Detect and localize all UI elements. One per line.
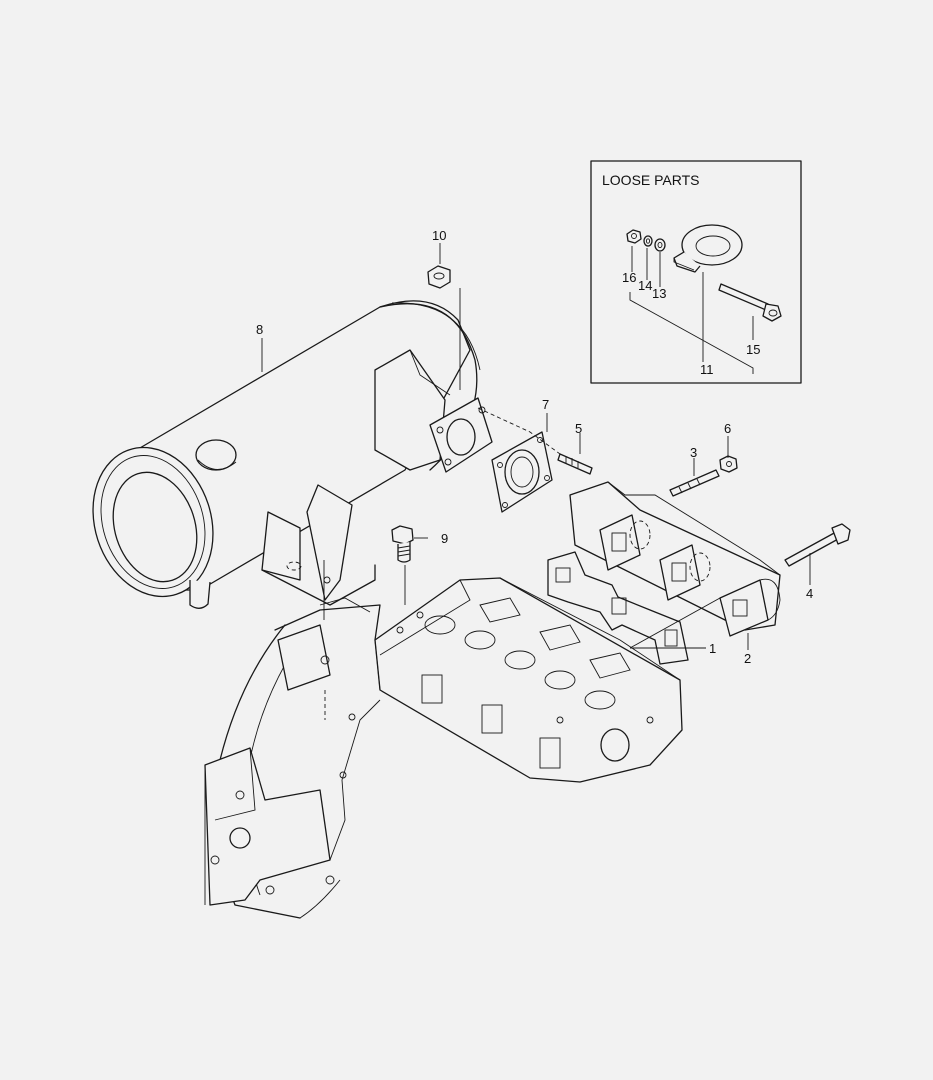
loose-parts-panel: LOOSE PARTS bbox=[590, 160, 802, 384]
loose-parts-title: LOOSE PARTS bbox=[602, 172, 700, 188]
loose-parts-frame bbox=[590, 160, 802, 384]
flywheel-housing bbox=[204, 597, 381, 919]
part-14-washer bbox=[643, 235, 653, 247]
part-7-gasket bbox=[491, 431, 553, 513]
part-16-nut bbox=[626, 229, 642, 244]
part-6-nut bbox=[719, 455, 738, 473]
leader-lines bbox=[261, 243, 811, 720]
callout-6: 6 bbox=[724, 421, 731, 436]
callout-14: 14 bbox=[638, 278, 652, 293]
callout-1: 1 bbox=[709, 641, 716, 656]
part-4-bolt bbox=[784, 523, 851, 567]
part-2-exhaust-manifold bbox=[569, 481, 781, 637]
callout-9: 9 bbox=[441, 531, 448, 546]
callout-2: 2 bbox=[744, 651, 751, 666]
part-8-muffler bbox=[92, 300, 493, 609]
part-15-bolt bbox=[718, 283, 782, 322]
callout-3: 3 bbox=[690, 445, 697, 460]
part-11-clamp bbox=[673, 224, 743, 273]
part-10-nut bbox=[427, 265, 451, 289]
part-3-bolt bbox=[669, 469, 720, 497]
callout-7: 7 bbox=[542, 397, 549, 412]
callout-13: 13 bbox=[652, 286, 666, 301]
callout-4: 4 bbox=[806, 586, 813, 601]
part-13-washer bbox=[654, 238, 666, 252]
callout-16: 16 bbox=[622, 270, 636, 285]
callout-11: 11 bbox=[700, 362, 714, 377]
callout-15: 15 bbox=[746, 342, 760, 357]
callout-8: 8 bbox=[256, 322, 263, 337]
callout-labels: 1 2 3 4 5 6 7 8 9 10 11 13 14 15 16 bbox=[256, 228, 813, 666]
part-1-manifold-gasket bbox=[547, 551, 689, 665]
callout-10: 10 bbox=[432, 228, 446, 243]
part-5-stud bbox=[557, 453, 593, 475]
part-9-bolt bbox=[391, 525, 414, 563]
callout-5: 5 bbox=[575, 421, 582, 436]
cylinder-head bbox=[374, 577, 683, 783]
